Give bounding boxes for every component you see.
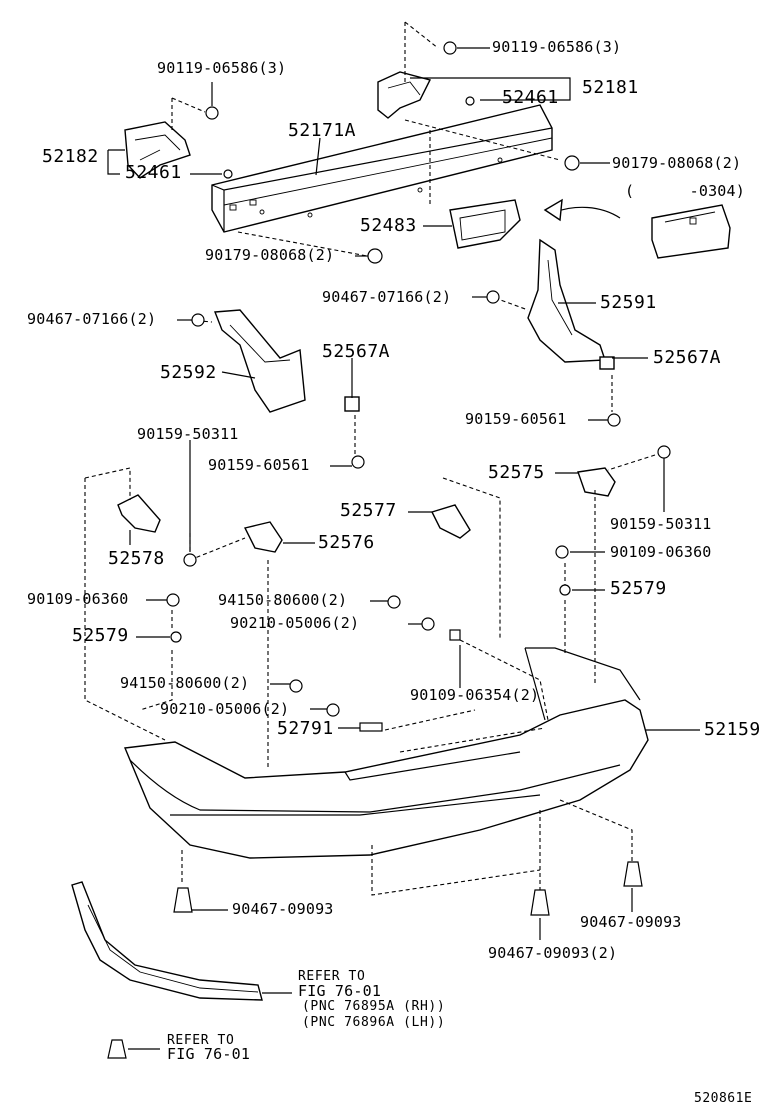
screw-icon — [657, 445, 671, 459]
clip-icon — [623, 861, 643, 887]
clip-icon — [387, 595, 401, 609]
bolt-icon — [449, 629, 461, 641]
clip-icon — [465, 96, 475, 106]
label-bumper-cover: 52159 — [704, 719, 760, 740]
label-refer-2b: FIG 76-01 — [167, 1045, 251, 1063]
nut-icon — [326, 703, 340, 717]
bracket-left — [124, 121, 191, 179]
retainer-right — [599, 356, 615, 370]
screw-icon — [183, 553, 197, 567]
arrow-icon — [554, 206, 621, 219]
label-bolt-06360-right: 90109-06360 — [610, 543, 712, 561]
label-nut-05006-a: 90210-05006(2) — [230, 614, 360, 632]
label-mudguard-right: 52591 — [600, 292, 657, 313]
label-clip-80600-a: 94150-80600(2) — [218, 591, 348, 609]
screw-icon — [351, 455, 365, 469]
support-52575 — [577, 467, 616, 497]
label-clip-right: 52461 — [502, 87, 559, 108]
label-mudguard-left: 52592 — [160, 362, 217, 383]
clip-icon — [173, 887, 193, 913]
label-retainer-right: 52567A — [653, 347, 722, 368]
diagram-code: 520861E — [694, 1091, 753, 1106]
label-bracket-right: 52181 — [582, 77, 639, 98]
bolt-icon — [555, 545, 569, 559]
screw-icon — [107, 1039, 127, 1059]
label-clip-80600-b: 94150-80600(2) — [120, 674, 250, 692]
arrow-head-icon — [543, 198, 563, 222]
label-clip-09093-center: 90467-09093(2) — [488, 944, 618, 962]
label-retainer-left: 52567A — [322, 341, 391, 362]
label-bolt-top-right: 90119-06586(3) — [492, 38, 622, 56]
label-nut-52579-right: 52579 — [610, 578, 667, 599]
bolt-icon — [205, 106, 219, 120]
label-pnc-rh: (PNC 76895A (RH)) — [302, 999, 446, 1014]
label-bolt-top-left: 90119-06586(3) — [157, 59, 287, 77]
label-date-range: ( -0304) — [625, 182, 745, 200]
clip-icon — [530, 889, 550, 916]
label-clip-09093-right: 90467-09093 — [580, 913, 682, 931]
pin-icon — [359, 722, 383, 732]
nut-icon — [564, 155, 580, 171]
mudguard-right — [527, 238, 606, 363]
bumper-cover — [123, 647, 649, 859]
lower-spoiler — [71, 881, 263, 1001]
screw-icon — [191, 313, 205, 327]
label-pin-52791: 52791 — [277, 718, 334, 739]
label-support-52577: 52577 — [340, 500, 397, 521]
screw-icon — [486, 290, 500, 304]
label-bolt-06360-left: 90109-06360 — [27, 590, 129, 608]
label-nut-52579-left: 52579 — [72, 625, 129, 646]
screw-icon — [607, 413, 621, 427]
label-screw-50311-right: 90159-50311 — [610, 515, 712, 533]
support-52576 — [243, 521, 283, 553]
nut-icon — [421, 617, 435, 631]
label-screw-50311-left: 90159-50311 — [137, 425, 239, 443]
leader-lines — [107, 47, 700, 1050]
clip-icon — [223, 169, 233, 179]
label-pnc-lh: (PNC 76896A (LH)) — [302, 1015, 446, 1030]
label-screw-mid-right: 90467-07166(2) — [322, 288, 452, 306]
label-clip-09093-left: 90467-09093 — [232, 900, 334, 918]
label-bolt-06354: 90109-06354(2) — [410, 686, 540, 704]
label-refer-2a: REFER TO — [167, 1033, 235, 1048]
label-screw-60561-right: 90159-60561 — [465, 410, 567, 428]
label-support-52578: 52578 — [108, 548, 165, 569]
label-screw-60561-left: 90159-60561 — [208, 456, 310, 474]
label-reinforcement: 52171A — [288, 120, 357, 141]
clip-icon — [289, 679, 303, 693]
bolt-icon — [166, 593, 180, 607]
label-clip-left: 52461 — [125, 162, 182, 183]
label-refer-1a: REFER TO — [298, 969, 366, 984]
label-nut-left: 90179-08068(2) — [205, 246, 335, 264]
retainer-left — [344, 396, 360, 412]
label-nut-05006-b: 90210-05006(2) — [160, 700, 290, 718]
bolt-icon — [443, 41, 457, 55]
bracket-right — [377, 71, 432, 119]
label-nut-right: 90179-08068(2) — [612, 154, 742, 172]
nut-icon — [367, 248, 383, 264]
label-support-52575: 52575 — [488, 462, 545, 483]
label-absorber: 52483 — [360, 215, 417, 236]
support-52577 — [431, 504, 471, 539]
absorber-alt — [651, 204, 731, 259]
nut-icon — [170, 631, 182, 643]
fasteners — [107, 41, 671, 1059]
label-screw-mid-left: 90467-07166(2) — [27, 310, 157, 328]
support-52578 — [117, 494, 161, 533]
label-support-52576: 52576 — [318, 532, 375, 553]
energy-absorber — [449, 199, 521, 249]
nut-icon — [559, 584, 571, 596]
mudguard-left — [214, 309, 306, 413]
label-refer-1b: FIG 76-01 — [298, 982, 382, 1000]
label-bracket-left: 52182 — [42, 146, 99, 167]
bumper-reinforcement — [211, 104, 553, 233]
